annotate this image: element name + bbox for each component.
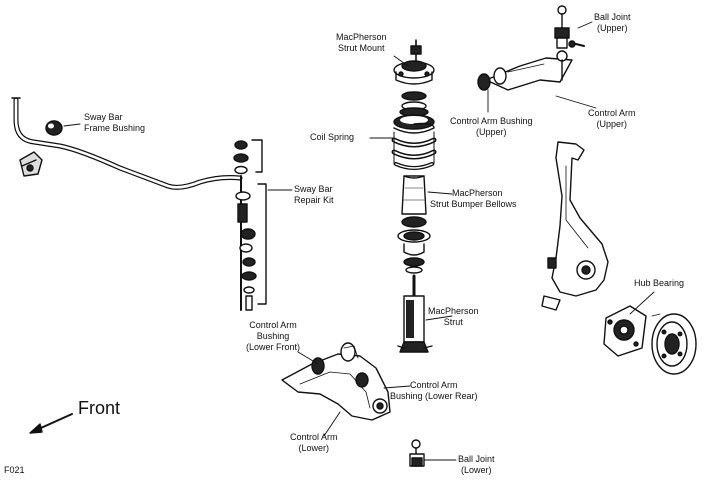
repair-kit-bracket-bottom [257, 183, 267, 305]
hub-bearing-assembly [603, 305, 697, 375]
leader-lines [63, 21, 655, 461]
label-ball-joint-upper: Ball Joint(Upper) [594, 12, 631, 33]
strut-bearing [399, 91, 429, 117]
repair-kit-bracket-top [251, 139, 263, 173]
front-arrow [29, 413, 73, 434]
sway-bar-bracket [19, 151, 43, 177]
label-ball-joint-lower: Ball Joint(Lower) [458, 454, 495, 475]
label-hub-bearing: Hub Bearing [634, 278, 685, 288]
lower-control-arm [281, 342, 391, 421]
label-control-arm-upper: Control Arm(Upper) [588, 108, 636, 129]
strut-mount [393, 39, 435, 85]
steering-knuckle [541, 141, 609, 311]
coil-spring [391, 114, 437, 170]
lower-ball-joint [409, 439, 425, 467]
strut-bumper-bellows [401, 175, 427, 215]
upper-control-arm [477, 50, 573, 91]
label-control-arm-bushing-upper: Control Arm Bushing(Upper) [450, 116, 533, 137]
upper-ball-joint [554, 5, 585, 49]
label-control-arm-lower: Control Arm(Lower) [290, 432, 338, 453]
sway-bar [11, 97, 243, 190]
label-coil-spring: Coil Spring [310, 132, 355, 142]
sway-bar-repair-kit [233, 140, 257, 311]
sway-bar-frame-bushing [45, 120, 63, 136]
lower-spring-seat [397, 216, 431, 274]
figure-code: F021 [4, 465, 25, 475]
front-direction-label: Front [78, 398, 121, 418]
macpherson-strut [397, 274, 433, 353]
